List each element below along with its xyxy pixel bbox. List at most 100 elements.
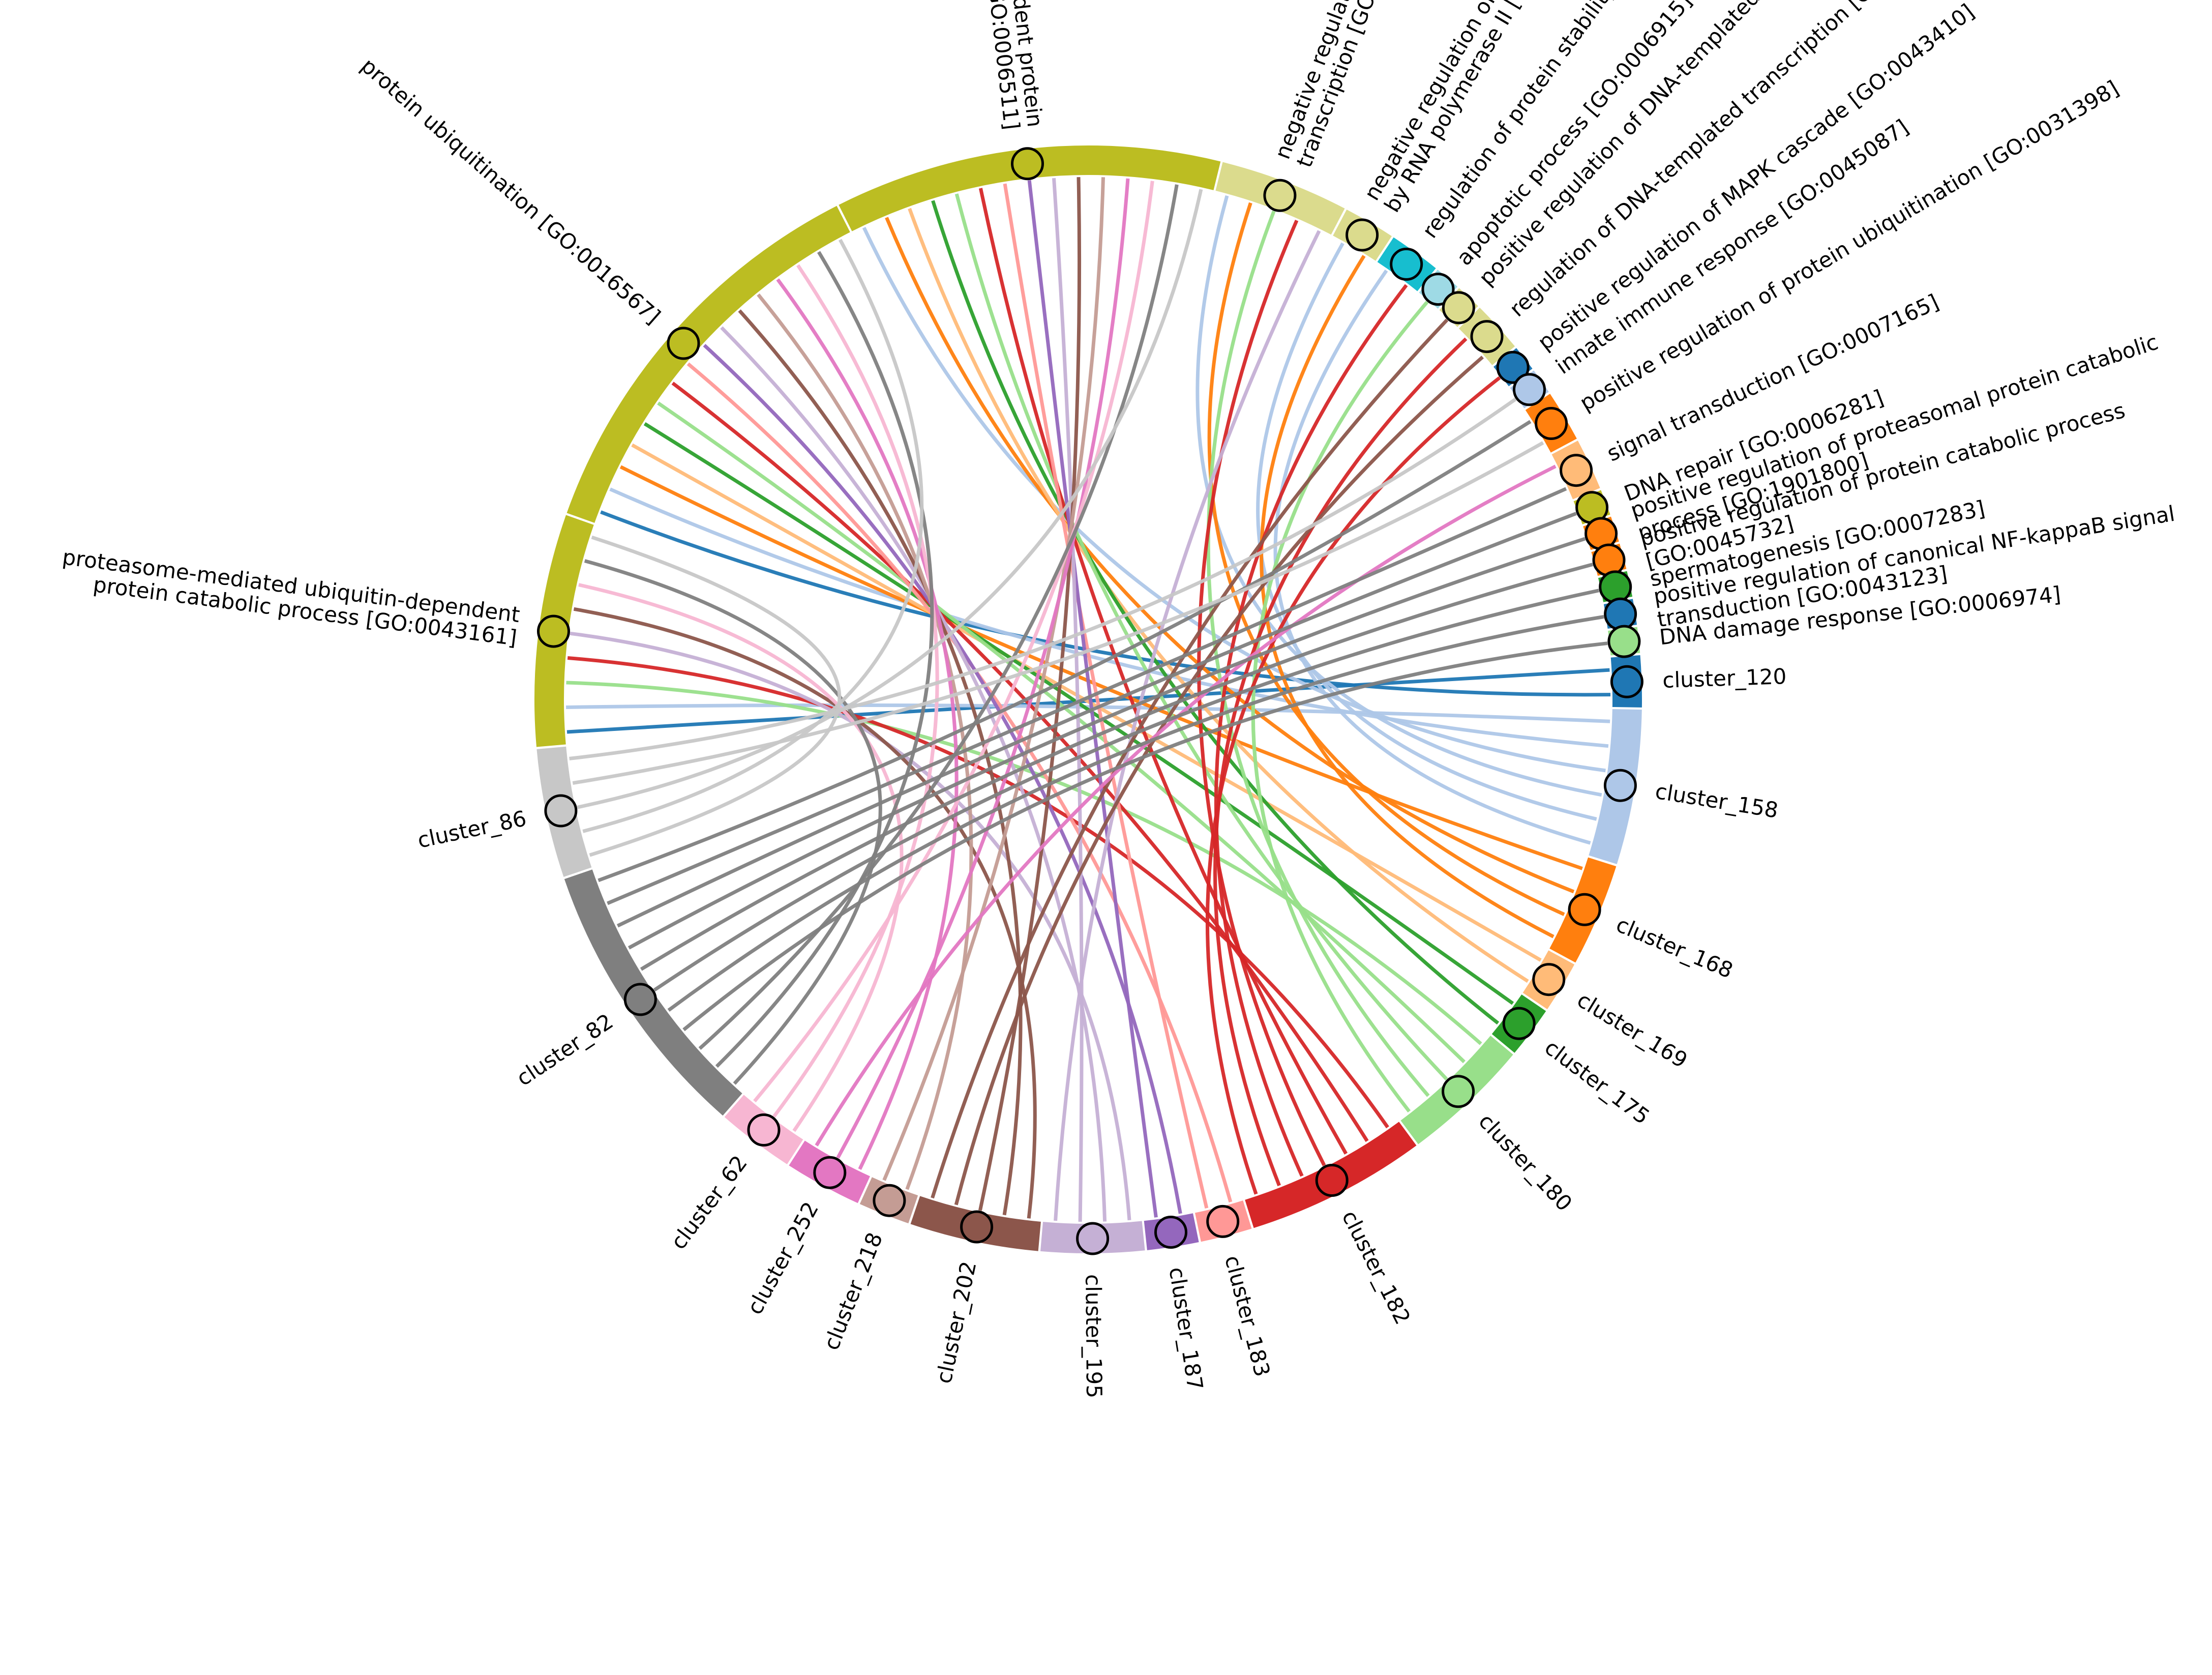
node-marker-go_6974[interactable] bbox=[1607, 625, 1641, 658]
node-marker-cluster_82[interactable] bbox=[623, 983, 657, 1016]
chord-link-cluster_158-go_43161 bbox=[566, 703, 1610, 723]
markers-layer bbox=[537, 147, 1643, 1255]
node-marker-go_122[interactable] bbox=[1346, 218, 1379, 252]
node-label-cluster_62: cluster_62 bbox=[666, 1151, 752, 1254]
chord-link-cluster_175-go_16567 bbox=[643, 422, 1514, 1005]
node-label-cluster_187: cluster_187 bbox=[1164, 1266, 1208, 1392]
chord-link-cluster_82-go_43161 bbox=[584, 559, 882, 1085]
node-marker-cluster_202[interactable] bbox=[960, 1210, 994, 1244]
node-marker-go_45893[interactable] bbox=[1442, 291, 1475, 325]
chord-link-cluster_183-go_6511 bbox=[1003, 183, 1209, 1209]
node-label-cluster_180: cluster_180 bbox=[1474, 1109, 1577, 1216]
chord-link-cluster_86-go_31398 bbox=[572, 441, 1544, 785]
chord-link-cluster_180-go_6915 bbox=[1251, 301, 1429, 1113]
chord-link-cluster_182-go_43410 bbox=[1205, 376, 1501, 1195]
node-marker-go_7283[interactable] bbox=[1599, 570, 1632, 604]
node-marker-cluster_187[interactable] bbox=[1154, 1216, 1187, 1249]
chord-link-cluster_182-go_6511 bbox=[978, 188, 1348, 1155]
chord-link-cluster_195-go_45892 bbox=[1054, 230, 1321, 1221]
node-label-cluster_82: cluster_82 bbox=[512, 1009, 618, 1091]
chord-link-cluster_182-go_6355 bbox=[1213, 337, 1468, 1187]
links-layer bbox=[566, 177, 1611, 1222]
chord-link-cluster_169-go_16567 bbox=[631, 443, 1542, 962]
node-marker-go_6915[interactable] bbox=[1421, 273, 1455, 306]
chord-link-cluster_82-go_16567 bbox=[715, 251, 934, 1068]
node-label-cluster_175: cluster_175 bbox=[1540, 1035, 1654, 1129]
node-marker-cluster_169[interactable] bbox=[1532, 963, 1566, 996]
chord-link-cluster_218-go_16567 bbox=[757, 293, 973, 1190]
node-marker-cluster_183[interactable] bbox=[1206, 1204, 1240, 1238]
node-marker-cluster_158[interactable] bbox=[1603, 769, 1637, 802]
chord-link-cluster_86-go_16567 bbox=[582, 239, 924, 833]
node-marker-cluster_182[interactable] bbox=[1315, 1164, 1349, 1197]
node-label-cluster_158: cluster_158 bbox=[1654, 779, 1780, 823]
node-marker-cluster_195[interactable] bbox=[1076, 1222, 1110, 1255]
chord-link-cluster_82-go_1901800 bbox=[627, 537, 1586, 950]
node-marker-cluster_175[interactable] bbox=[1502, 1007, 1536, 1040]
node-marker-go_16567[interactable] bbox=[667, 327, 700, 360]
chord-link-cluster_202-go_16567 bbox=[738, 309, 1023, 1216]
node-marker-cluster_252[interactable] bbox=[813, 1156, 847, 1189]
chord-link-cluster_252-go_7165 bbox=[815, 464, 1557, 1147]
chord-link-cluster_168-go_6511 bbox=[885, 217, 1575, 894]
node-marker-cluster_218[interactable] bbox=[873, 1184, 906, 1217]
chord-link-cluster_82-go_7283 bbox=[653, 589, 1600, 992]
chord-link-cluster_252-go_6511 bbox=[836, 178, 1130, 1159]
node-marker-go_31398[interactable] bbox=[1535, 407, 1568, 440]
node-marker-go_6355[interactable] bbox=[1470, 320, 1504, 354]
node-marker-cluster_62[interactable] bbox=[747, 1113, 781, 1147]
chord-link-cluster_82-go_45732 bbox=[640, 563, 1594, 971]
chord-link-cluster_82-go_6281 bbox=[616, 512, 1577, 928]
chord-link-cluster_62-go_6511 bbox=[753, 181, 1154, 1103]
chord-link-cluster_120-go_16567 bbox=[600, 510, 1611, 697]
chord-link-cluster_169-go_6511 bbox=[908, 208, 1529, 983]
node-label-cluster_169: cluster_169 bbox=[1573, 987, 1692, 1073]
chord-link-cluster_62-go_43161 bbox=[578, 583, 904, 1132]
node-label-cluster_120: cluster_120 bbox=[1662, 664, 1787, 693]
chord-link-cluster_187-go_6511 bbox=[1027, 180, 1158, 1218]
node-marker-cluster_168[interactable] bbox=[1568, 893, 1601, 926]
chord-link-cluster_82-go_31398 bbox=[597, 420, 1532, 883]
chord-link-cluster_86-go_43161 bbox=[589, 535, 842, 857]
node-label-cluster_183: cluster_183 bbox=[1220, 1253, 1275, 1379]
node-marker-go_45892[interactable] bbox=[1263, 179, 1297, 212]
node-marker-go_43161[interactable] bbox=[537, 614, 570, 648]
node-label-go_16567: protein ubiquitination [GO:0016567] bbox=[356, 53, 665, 329]
node-marker-go_43123[interactable] bbox=[1604, 597, 1637, 631]
chord-link-cluster_82-go_6974 bbox=[682, 641, 1608, 1032]
chord-link-cluster_86-go_45087 bbox=[569, 397, 1517, 760]
node-label-cluster_218: cluster_218 bbox=[819, 1229, 888, 1354]
node-marker-go_43410[interactable] bbox=[1496, 350, 1530, 384]
chord-link-cluster_180-go_6511 bbox=[954, 193, 1448, 1081]
chord-link-cluster_180-go_45892 bbox=[1206, 210, 1430, 1097]
chord-link-cluster_158-go_16567 bbox=[609, 487, 1609, 748]
node-marker-cluster_120[interactable] bbox=[1610, 665, 1643, 698]
node-label-cluster_252: cluster_252 bbox=[742, 1198, 823, 1319]
chord-link-cluster_202-go_45893 bbox=[931, 318, 1449, 1199]
node-label-cluster_202: cluster_202 bbox=[931, 1259, 981, 1386]
chord-link-cluster_86-go_6511 bbox=[577, 189, 1203, 809]
arc-go_16567 bbox=[566, 205, 850, 523]
node-marker-go_31647[interactable] bbox=[1390, 247, 1423, 281]
chord-link-cluster_182-go_43161 bbox=[567, 656, 1389, 1129]
node-marker-go_45732[interactable] bbox=[1592, 543, 1626, 577]
chord-link-cluster_218-go_6511 bbox=[882, 177, 1105, 1181]
node-marker-go_45087[interactable] bbox=[1513, 373, 1546, 406]
chord-link-cluster_252-go_16567 bbox=[776, 278, 959, 1170]
chord-link-cluster_195-go_6511 bbox=[1052, 178, 1084, 1222]
chord-link-cluster_62-go_16567 bbox=[772, 264, 939, 1118]
chord-link-cluster_82-go_43123 bbox=[667, 615, 1604, 1012]
node-label-cluster_182: cluster_182 bbox=[1337, 1207, 1415, 1329]
chord-link-cluster_202-go_6511 bbox=[978, 177, 1082, 1211]
node-label-cluster_195: cluster_195 bbox=[1081, 1274, 1107, 1398]
node-marker-cluster_86[interactable] bbox=[544, 794, 578, 828]
node-marker-go_7165[interactable] bbox=[1560, 454, 1593, 487]
node-marker-go_6511[interactable] bbox=[1011, 147, 1044, 181]
node-marker-cluster_180[interactable] bbox=[1442, 1075, 1475, 1108]
chord-link-cluster_82-go_7165 bbox=[607, 487, 1567, 905]
node-label-go_43161: proteasome-mediated ubiquitin-dependentp… bbox=[58, 544, 521, 651]
node-label-cluster_168: cluster_168 bbox=[1612, 912, 1737, 983]
